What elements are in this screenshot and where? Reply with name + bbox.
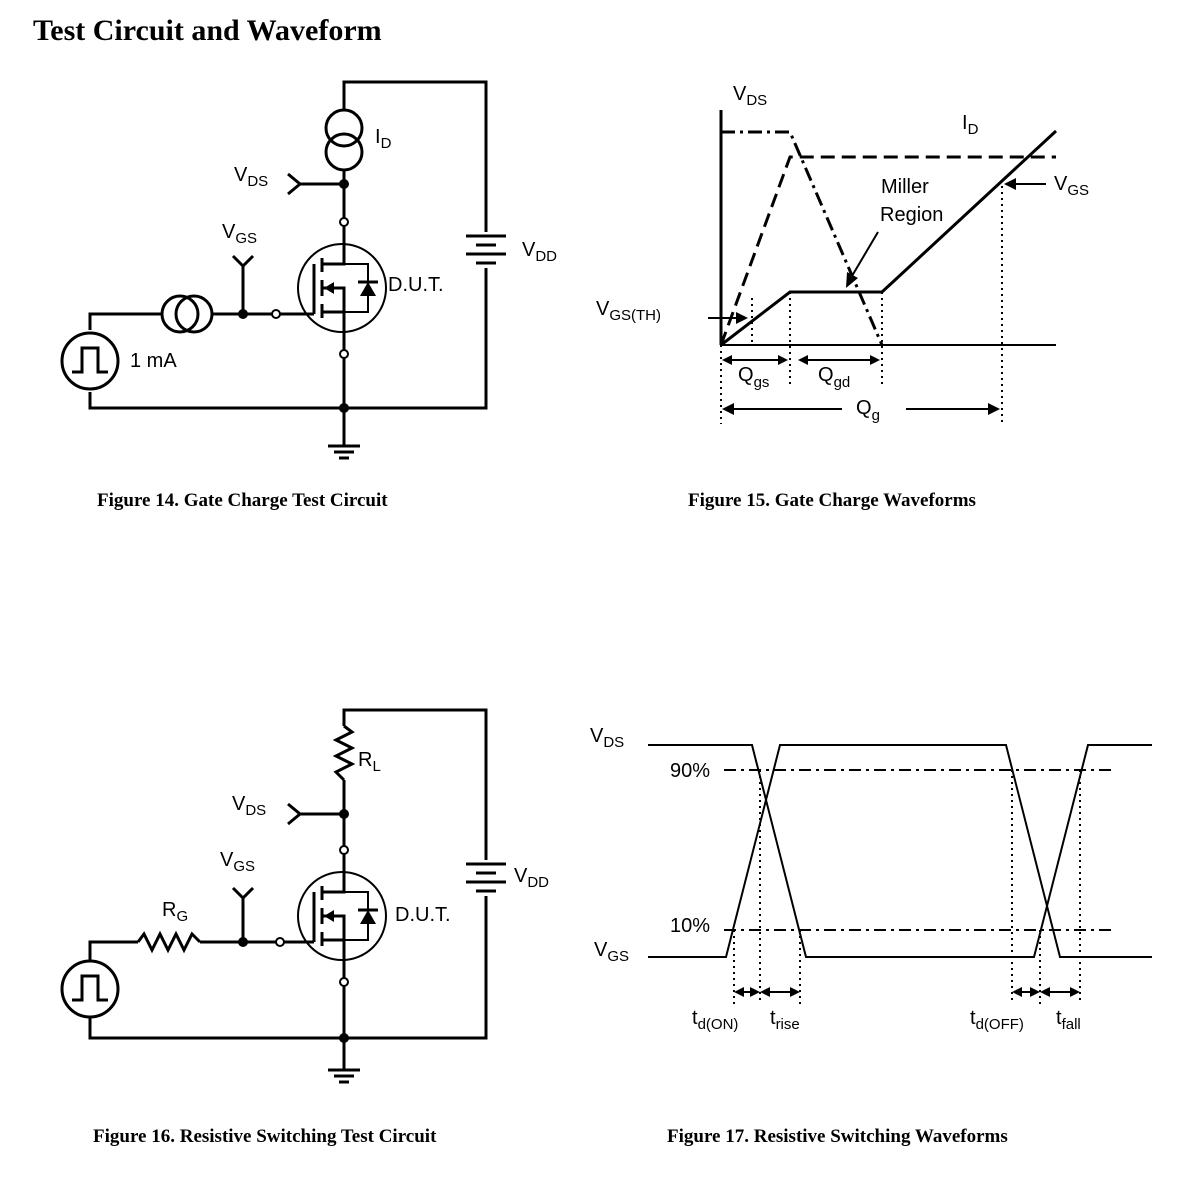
fig15-qgd-dimension [798,355,880,365]
fig14-pulse-generator [60,331,120,391]
fig15-label-miller-2: Region [880,204,943,226]
fig16-vds-probe-tip [287,802,303,826]
fig15-vds-trace [721,130,884,346]
fig17-label-trise: trise [770,1007,800,1033]
fig17-tdon-dimension [734,987,760,997]
fig17-tfall-dimension [1040,987,1080,997]
fig14-label-dut: D.U.T. [388,274,444,296]
fig17-vds-trace [648,744,1152,958]
page-title: Test Circuit and Waveform [33,14,382,47]
fig16-label-vgs: VGS [220,849,255,875]
fig14-wire-top [342,80,488,232]
fig14-label-id: ID [375,126,392,152]
fig16-caption: Figure 16. Resistive Switching Test Circ… [93,1126,437,1147]
fig17-label-tdon: td(ON) [692,1007,738,1033]
fig16-wire-source-left [88,940,138,960]
fig14-wire-vdd-bottom [88,268,488,410]
fig15-caption: Figure 15. Gate Charge Waveforms [688,490,976,511]
fig16-label-rg: RG [162,899,188,925]
fig17-label-90pct: 90% [670,760,710,782]
fig15-arrow-vgs [1004,178,1046,190]
fig14-label-current: 1 mA [130,350,177,372]
fig14-vgs-probe-tip [231,254,255,269]
fig16-wire-top [342,708,488,860]
fig15-label-qgs: Qgs [738,364,769,391]
fig16-label-vdd: VDD [514,865,549,891]
fig15-qg-dimension [722,403,1000,415]
fig14-label-vgs: VGS [222,221,257,247]
fig16-mosfet-dut [284,854,387,978]
fig14-junction-vds [339,179,349,189]
fig14-current-source-id [324,108,364,172]
fig15-qgs-dimension [722,355,788,365]
fig17-vgs-trace [648,744,1152,958]
fig16-ground-symbol [328,1068,360,1084]
fig15-arrow-vgsth [708,312,748,324]
fig17-label-vds: VDS [590,725,624,751]
fig17-label-vgs: VGS [594,939,629,965]
fig15-id-trace [719,155,1056,346]
fig15-label-qg: Qg [856,397,880,424]
fig15-label-vgs: VGS [1054,173,1089,199]
fig16-resistor-rl [332,724,356,782]
fig16-resistor-rg [136,930,202,954]
fig15-label-qgd: Qgd [818,364,850,391]
fig17-label-10pct: 10% [670,915,710,937]
fig14-junction-ground [339,403,349,413]
fig16-vgs-probe-tip [231,886,255,901]
fig16-junction-vds [339,809,349,819]
fig14-gate-current-source [160,294,214,334]
fig15-vgs-trace [720,129,1058,347]
fig16-label-vds: VDS [232,793,266,819]
fig14-ground-symbol [328,444,360,460]
fig17-label-tfall: tfall [1056,1007,1081,1033]
fig16-pulse-generator [60,959,120,1019]
fig16-label-dut: D.U.T. [395,904,451,926]
fig14-junction-vgs [238,309,248,319]
fig16-junction-vgs [238,937,248,947]
fig14-wire-source-left [88,312,162,330]
fig17-label-tdoff: td(OFF) [970,1007,1024,1033]
fig16-label-rl: RL [358,749,381,775]
fig15-arrow-miller [846,231,879,288]
fig14-vds-probe-tip [287,172,303,196]
fig14-battery-vdd [466,234,506,265]
fig17-trise-dimension [760,987,800,997]
fig14-caption: Figure 14. Gate Charge Test Circuit [97,490,388,511]
fig14-label-vdd: VDD [522,239,557,265]
fig14-label-vds: VDS [234,164,268,190]
fig17-caption: Figure 17. Resistive Switching Waveforms [667,1126,1008,1147]
fig14-mosfet-dut [280,226,387,350]
fig16-battery-vdd [466,862,506,893]
fig15-label-miller-1: Miller [881,176,929,198]
fig17-tdoff-dimension [1012,987,1040,997]
fig16-junction-ground [339,1033,349,1043]
fig15-label-vgsth: VGS(TH) [596,298,661,324]
fig15-label-vds: VDS [733,83,767,109]
fig16-wire-vdd-bottom [88,896,488,1040]
fig15-label-id: ID [962,112,979,138]
